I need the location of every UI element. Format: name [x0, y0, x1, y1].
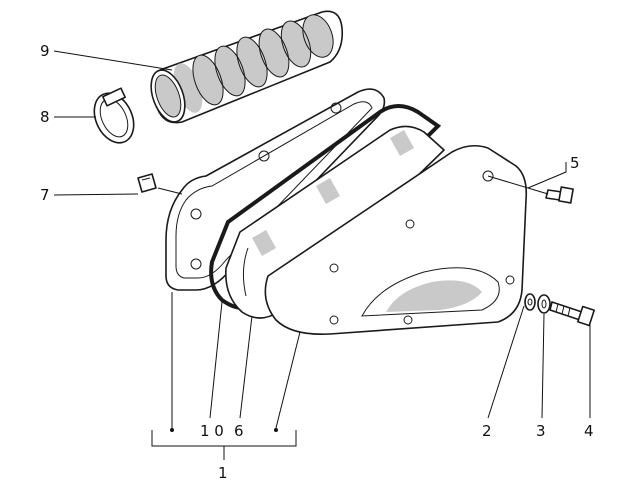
callout-1: 1 [218, 464, 228, 482]
hose-clamp [93, 87, 135, 144]
washer-3 [537, 294, 551, 314]
retaining-clip [137, 173, 157, 193]
callout-5: 5 [570, 154, 580, 172]
callout-9: 9 [40, 42, 50, 60]
upper-screw [545, 186, 574, 204]
lower-screw [549, 301, 595, 327]
airbox-cover [264, 144, 528, 336]
leader-lines [53, 50, 591, 460]
callout-3: 3 [536, 422, 546, 440]
bracket-dots [170, 428, 278, 432]
callout-6: 6 [234, 422, 244, 440]
callout-10: 1 0 [200, 422, 224, 440]
washer-2 [524, 293, 536, 311]
intake-hose [150, 10, 344, 124]
callout-labels: 9 8 7 5 2 3 4 1 0 6 1 [40, 42, 594, 482]
callout-8: 8 [40, 108, 50, 126]
callout-4: 4 [584, 422, 594, 440]
callout-7: 7 [40, 186, 50, 204]
callout-2: 2 [482, 422, 492, 440]
